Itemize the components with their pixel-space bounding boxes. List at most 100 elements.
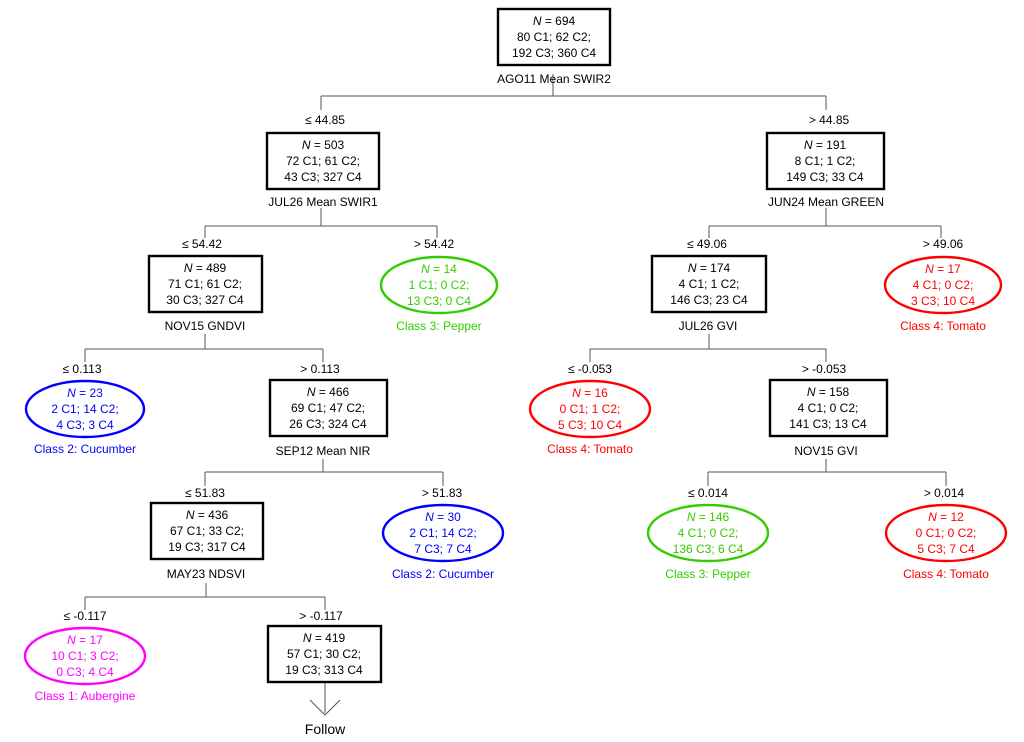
node-counts-1: 0 C1; 0 C2; <box>916 526 977 540</box>
node-aa: ≤ 54.42 N = 489 71 C1; 61 C2; 30 C3; 327… <box>147 237 264 333</box>
node-n: N = 23 <box>67 386 103 400</box>
node-aab: > 0.113 N = 466 69 C1; 47 C2; 26 C3; 324… <box>268 362 389 458</box>
node-counts-1: 8 C1; 1 C2; <box>795 154 856 168</box>
leaf-oval <box>24 379 146 439</box>
node-counts-2: 0 C3; 4 C4 <box>56 665 114 679</box>
edge-label: > -0.117 <box>299 609 343 623</box>
edge-label: > 49.06 <box>923 237 964 251</box>
edge-aab <box>204 459 444 486</box>
split-label: JUN24 Mean GREEN <box>768 195 884 209</box>
node-counts-2: 3 C3; 10 C4 <box>911 294 975 308</box>
node-counts-1: 71 C1; 61 C2; <box>168 277 242 291</box>
node-box <box>266 624 383 684</box>
leaf-baba: ≤ 0.014 N = 146 4 C1; 0 C2; 136 C3; 6 C4… <box>646 486 770 581</box>
leaf-oval <box>528 379 652 439</box>
edge-a <box>204 208 438 238</box>
edge-b <box>708 208 942 238</box>
edge-label: ≤ -0.053 <box>568 362 612 376</box>
node-counts-2: 136 C3; 6 C4 <box>673 542 744 556</box>
node-counts-1: 4 C1; 0 C2; <box>913 278 974 292</box>
leaf-baa: ≤ -0.053 N = 16 0 C1; 1 C2; 5 C3; 10 C4 … <box>528 362 652 456</box>
node-box <box>265 131 381 191</box>
node-counts-1: 0 C1; 1 C2; <box>560 402 621 416</box>
node-counts-2: 141 C3; 13 C4 <box>789 417 867 431</box>
class-label: Class 3: Pepper <box>665 567 750 581</box>
edge-label: ≤ 44.85 <box>305 113 345 127</box>
node-box <box>650 254 768 314</box>
leaf-oval <box>646 503 770 563</box>
follow-label: Follow <box>305 721 346 737</box>
node-box <box>765 131 886 191</box>
edge-label: > 54.42 <box>414 237 455 251</box>
edge-aa <box>84 334 324 362</box>
node-counts-2: 146 C3; 23 C4 <box>670 293 748 307</box>
class-label: Class 2: Cucumber <box>392 567 494 581</box>
node-counts-1: 4 C1; 1 C2; <box>679 277 740 291</box>
node-bab: > -0.053 N = 158 4 C1; 0 C2; 141 C3; 13 … <box>768 362 889 458</box>
leaf-ab: > 54.42 N = 14 1 C1; 0 C2; 13 C3; 0 C4 C… <box>379 237 499 333</box>
node-aabab: > -0.117 N = 419 57 C1; 30 C2; 19 C3; 31… <box>266 609 383 684</box>
node-n: N = 14 <box>421 262 457 276</box>
node-n: N = 17 <box>925 262 961 276</box>
node-root: N = 694 80 C1; 62 C2; 192 C3; 360 C4 AGO… <box>496 7 611 86</box>
node-n: N = 158 <box>807 385 850 399</box>
node-counts-2: 19 C3; 317 C4 <box>168 540 246 554</box>
split-label: AGO11 Mean SWIR2 <box>497 72 611 86</box>
node-n: N = 174 <box>688 261 731 275</box>
follow-arrow <box>309 681 341 716</box>
node-n: N = 419 <box>303 631 346 645</box>
node-ba: ≤ 49.06 N = 174 4 C1; 1 C2; 146 C3; 23 C… <box>650 237 768 333</box>
split-label: NOV15 GVI <box>794 444 857 458</box>
class-label: Class 1: Aubergine <box>35 689 136 703</box>
node-counts-1: 72 C1; 61 C2; <box>286 154 360 168</box>
node-n: N = 694 <box>533 14 576 28</box>
edge-label: ≤ 54.42 <box>182 237 222 251</box>
node-n: N = 191 <box>804 138 847 152</box>
class-label: Class 2: Cucumber <box>34 442 136 456</box>
node-counts-1: 10 C1; 3 C2; <box>51 649 118 663</box>
node-counts-1: 1 C1; 0 C2; <box>409 278 470 292</box>
leaf-aaa: ≤ 0.113 N = 23 2 C1; 14 C2; 4 C3; 3 C4 C… <box>24 362 146 456</box>
leaf-babb: > 0.014 N = 12 0 C1; 0 C2; 5 C3; 7 C4 Cl… <box>884 486 1008 581</box>
split-label: MAY23 NDSVI <box>167 567 245 581</box>
leaf-oval <box>379 255 499 315</box>
node-counts-1: 80 C1; 62 C2; <box>517 30 591 44</box>
node-box <box>768 378 889 438</box>
node-counts-1: 67 C1; 33 C2; <box>170 524 244 538</box>
node-b: > 44.85 N = 191 8 C1; 1 C2; 149 C3; 33 C… <box>765 113 886 209</box>
node-counts-1: 2 C1; 14 C2; <box>409 526 476 540</box>
node-n: N = 466 <box>307 385 350 399</box>
edge-label: > 44.85 <box>809 113 850 127</box>
edge-bab <box>707 459 947 486</box>
leaf-oval <box>883 255 1003 315</box>
node-n: N = 16 <box>572 386 608 400</box>
edge-label: ≤ 51.83 <box>185 486 225 500</box>
node-n: N = 17 <box>67 633 103 647</box>
node-counts-1: 2 C1; 14 C2; <box>51 402 118 416</box>
edge-label: ≤ -0.117 <box>63 609 106 623</box>
leaf-aabaa: ≤ -0.117 N = 17 10 C1; 3 C2; 0 C3; 4 C4 … <box>23 609 147 703</box>
node-counts-2: 13 C3; 0 C4 <box>407 294 471 308</box>
node-n: N = 12 <box>928 510 964 524</box>
class-label: Class 4: Tomato <box>903 567 989 581</box>
node-n: N = 436 <box>186 508 229 522</box>
node-counts-2: 7 C3; 7 C4 <box>414 542 472 556</box>
node-counts-2: 30 C3; 327 C4 <box>166 293 244 307</box>
node-counts-2: 43 C3; 327 C4 <box>284 170 362 184</box>
node-n: N = 489 <box>184 261 227 275</box>
node-counts-2: 149 C3; 33 C4 <box>786 170 864 184</box>
node-counts-2: 26 C3; 324 C4 <box>289 417 367 431</box>
node-a: ≤ 44.85 N = 503 72 C1; 61 C2; 43 C3; 327… <box>265 113 381 209</box>
edge-label: > -0.053 <box>802 362 847 376</box>
node-n: N = 30 <box>425 510 461 524</box>
leaf-bb: > 49.06 N = 17 4 C1; 0 C2; 3 C3; 10 C4 C… <box>883 237 1003 333</box>
node-counts-2: 5 C3; 7 C4 <box>917 542 975 556</box>
leaf-oval <box>23 626 147 686</box>
node-counts-1: 4 C1; 0 C2; <box>678 526 739 540</box>
node-n: N = 503 <box>302 138 345 152</box>
node-counts-2: 192 C3; 360 C4 <box>512 46 596 60</box>
edge-label: > 0.014 <box>924 486 965 500</box>
node-counts-1: 4 C1; 0 C2; <box>798 401 859 415</box>
edge-label: > 51.83 <box>422 486 463 500</box>
split-label: NOV15 GNDVI <box>165 319 246 333</box>
